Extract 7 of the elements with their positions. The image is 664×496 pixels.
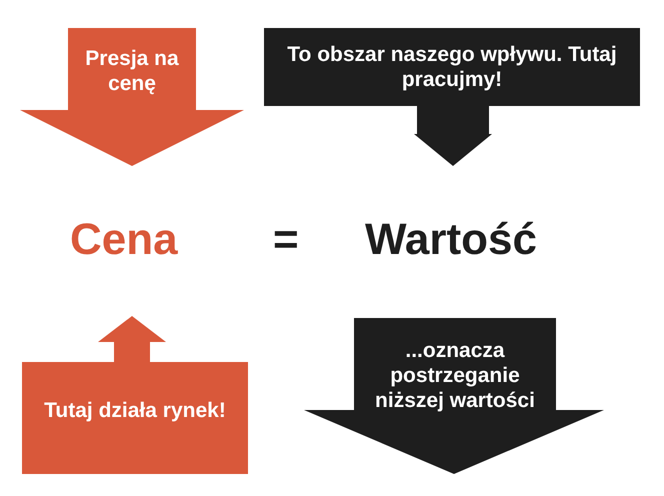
- callout-text: ...oznacza postrzeganie niższej wartości: [374, 338, 536, 413]
- term-text: Cena: [70, 215, 178, 264]
- term-text: Wartość: [365, 215, 537, 264]
- equals-sign: =: [273, 215, 299, 265]
- callout-text: To obszar naszego wpływu. Tutaj pracujmy!: [286, 42, 618, 92]
- callout-text: Tutaj działa rynek!: [43, 398, 227, 423]
- callout-text: Presja na cenę: [84, 46, 180, 96]
